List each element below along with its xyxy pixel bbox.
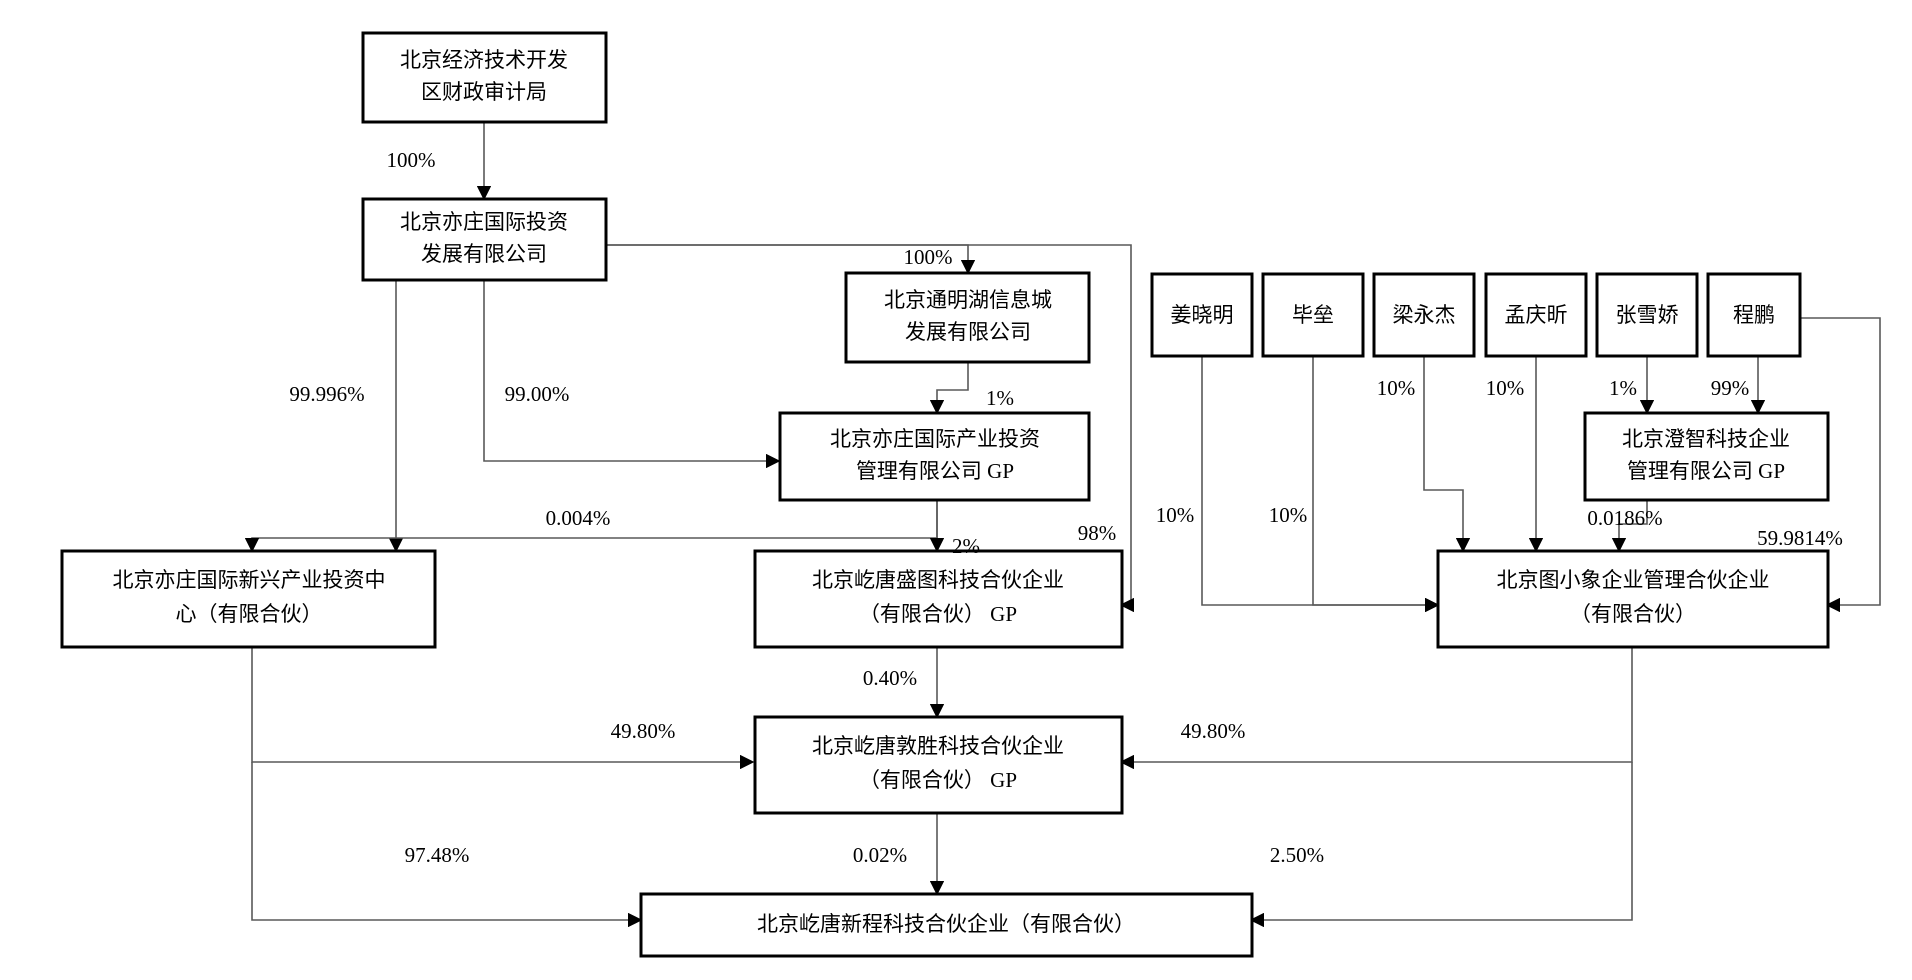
pct-label-e8-e10: 2.50% bbox=[1270, 843, 1324, 867]
edge-p2-e8 bbox=[1312, 356, 1440, 613]
pct-label-e6-e9: 0.40% bbox=[863, 666, 917, 690]
pct-label-p5-e7: 1% bbox=[1609, 376, 1637, 400]
pct-label-e5-e9: 49.80% bbox=[611, 719, 676, 743]
entity-label-e2-line2: 发展有限公司 bbox=[421, 242, 547, 266]
entity-box-e8[interactable]: 北京图小象企业管理合伙企业 （有限合伙） bbox=[1436, 549, 1830, 649]
edge-e2-e6 bbox=[607, 244, 1134, 613]
entity-layer: 北京经济技术开发 区财政审计局 北京亦庄国际投资 发展有限公司 北京通明湖信息城… bbox=[60, 31, 1830, 958]
person-box-p1[interactable]: 姜晓明 bbox=[1150, 272, 1254, 358]
entity-label-e7-line1: 北京澄智科技企业 bbox=[1622, 427, 1790, 451]
entity-label-e7-line2: 管理有限公司 GP bbox=[1627, 459, 1785, 483]
entity-box-e1[interactable]: 北京经济技术开发 区财政审计局 bbox=[361, 31, 608, 124]
person-layer: 姜晓明 毕垒 梁永杰 孟庆昕 张雪娇 程鹏 bbox=[1150, 272, 1802, 358]
entity-box-e9[interactable]: 北京屹唐敦胜科技合伙企业 （有限合伙） GP bbox=[753, 715, 1124, 815]
entity-label-e9-line1: 北京屹唐敦胜科技合伙企业 bbox=[812, 734, 1064, 758]
pct-label-e2-e5: 99.996% bbox=[289, 382, 364, 406]
edge-p6-e8 bbox=[1800, 317, 1881, 613]
edge-e5-e10 bbox=[251, 762, 643, 928]
pct-label-e8-e9: 49.80% bbox=[1181, 719, 1246, 743]
percent-label-layer: 100% 100% 1% 99.00% 99.996% 0.004% 2% 98… bbox=[289, 148, 1843, 867]
pct-label-p1-e8: 10% bbox=[1156, 503, 1195, 527]
entity-label-e3-line2: 发展有限公司 bbox=[905, 320, 1031, 344]
connector-layer bbox=[244, 122, 1881, 928]
pct-label-e4-e5: 0.004% bbox=[546, 506, 611, 530]
edge-e7-e8 bbox=[1611, 500, 1648, 553]
pct-label-e4-e6: 2% bbox=[952, 534, 980, 558]
entity-label-e4-line1: 北京亦庄国际产业投资 bbox=[830, 427, 1040, 451]
edge-p3-e8 bbox=[1423, 356, 1471, 553]
pct-label-e9-e10: 0.02% bbox=[853, 843, 907, 867]
entity-box-e6[interactable]: 北京屹唐盛图科技合伙企业 （有限合伙） GP bbox=[753, 549, 1124, 649]
entity-box-e3[interactable]: 北京通明湖信息城 发展有限公司 bbox=[844, 271, 1091, 364]
pct-label-e2-e6: 98% bbox=[1078, 521, 1117, 545]
entity-label-e3-line1: 北京通明湖信息城 bbox=[884, 288, 1052, 312]
entity-label-e10-line1: 北京屹唐新程科技合伙企业（有限合伙） bbox=[757, 912, 1135, 936]
person-box-p2[interactable]: 毕垒 bbox=[1261, 272, 1365, 358]
entity-label-e8-line1: 北京图小象企业管理合伙企业 bbox=[1497, 568, 1770, 592]
pct-label-p4-e8: 10% bbox=[1486, 376, 1525, 400]
pct-label-e2-e3: 100% bbox=[904, 245, 953, 269]
pct-label-p2-e8: 10% bbox=[1269, 503, 1308, 527]
pct-label-e1-e2: 100% bbox=[387, 148, 436, 172]
person-label-p4: 孟庆昕 bbox=[1505, 303, 1568, 327]
entity-box-e5[interactable]: 北京亦庄国际新兴产业投资中 心（有限合伙） bbox=[60, 549, 437, 649]
person-box-p5[interactable]: 张雪娇 bbox=[1595, 272, 1699, 358]
edge-e8-e10 bbox=[1249, 762, 1633, 928]
person-label-p6: 程鹏 bbox=[1733, 303, 1775, 327]
entity-label-e1-line2: 区财政审计局 bbox=[421, 80, 547, 104]
person-label-p1: 姜晓明 bbox=[1171, 303, 1234, 327]
person-box-p3[interactable]: 梁永杰 bbox=[1372, 272, 1476, 358]
pct-label-p6-e7: 99% bbox=[1711, 376, 1750, 400]
entity-label-e2-line1: 北京亦庄国际投资 bbox=[400, 210, 568, 234]
entity-label-e8-line2: （有限合伙） bbox=[1570, 602, 1696, 626]
entity-label-e6-line1: 北京屹唐盛图科技合伙企业 bbox=[812, 568, 1064, 592]
person-box-p6[interactable]: 程鹏 bbox=[1706, 272, 1802, 358]
edge-e3-e4 bbox=[929, 362, 969, 415]
pct-label-p6-e8: 59.9814% bbox=[1757, 526, 1843, 550]
entity-box-e4[interactable]: 北京亦庄国际产业投资 管理有限公司 GP bbox=[778, 411, 1091, 502]
person-label-p2: 毕垒 bbox=[1292, 303, 1334, 327]
person-box-p4[interactable]: 孟庆昕 bbox=[1484, 272, 1588, 358]
entity-label-e5-line1: 北京亦庄国际新兴产业投资中 bbox=[113, 568, 386, 592]
edge-e8-e9 bbox=[1119, 647, 1633, 770]
person-label-p5: 张雪娇 bbox=[1616, 303, 1679, 327]
entity-box-e2[interactable]: 北京亦庄国际投资 发展有限公司 bbox=[361, 197, 608, 282]
entity-label-e5-line2: 心（有限合伙） bbox=[176, 602, 323, 626]
person-label-p3: 梁永杰 bbox=[1393, 303, 1456, 327]
entity-label-e1-line1: 北京经济技术开发 bbox=[400, 48, 568, 72]
entity-box-e10[interactable]: 北京屹唐新程科技合伙企业（有限合伙） bbox=[639, 892, 1254, 958]
pct-label-e7-e8: 0.0186% bbox=[1587, 506, 1662, 530]
entity-label-e6-line2: （有限合伙） GP bbox=[859, 602, 1017, 626]
pct-label-e3-e4: 1% bbox=[986, 386, 1014, 410]
edge-e2-e4 bbox=[483, 280, 781, 469]
edge-e5-e9 bbox=[251, 647, 755, 770]
entity-box-e7[interactable]: 北京澄智科技企业 管理有限公司 GP bbox=[1583, 411, 1830, 502]
entity-label-e9-line2: （有限合伙） GP bbox=[859, 768, 1017, 792]
pct-label-e2-e4: 99.00% bbox=[505, 382, 570, 406]
pct-label-e5-e10: 97.48% bbox=[405, 843, 470, 867]
entity-label-e4-line2: 管理有限公司 GP bbox=[856, 459, 1014, 483]
pct-label-p3-e8: 10% bbox=[1377, 376, 1416, 400]
